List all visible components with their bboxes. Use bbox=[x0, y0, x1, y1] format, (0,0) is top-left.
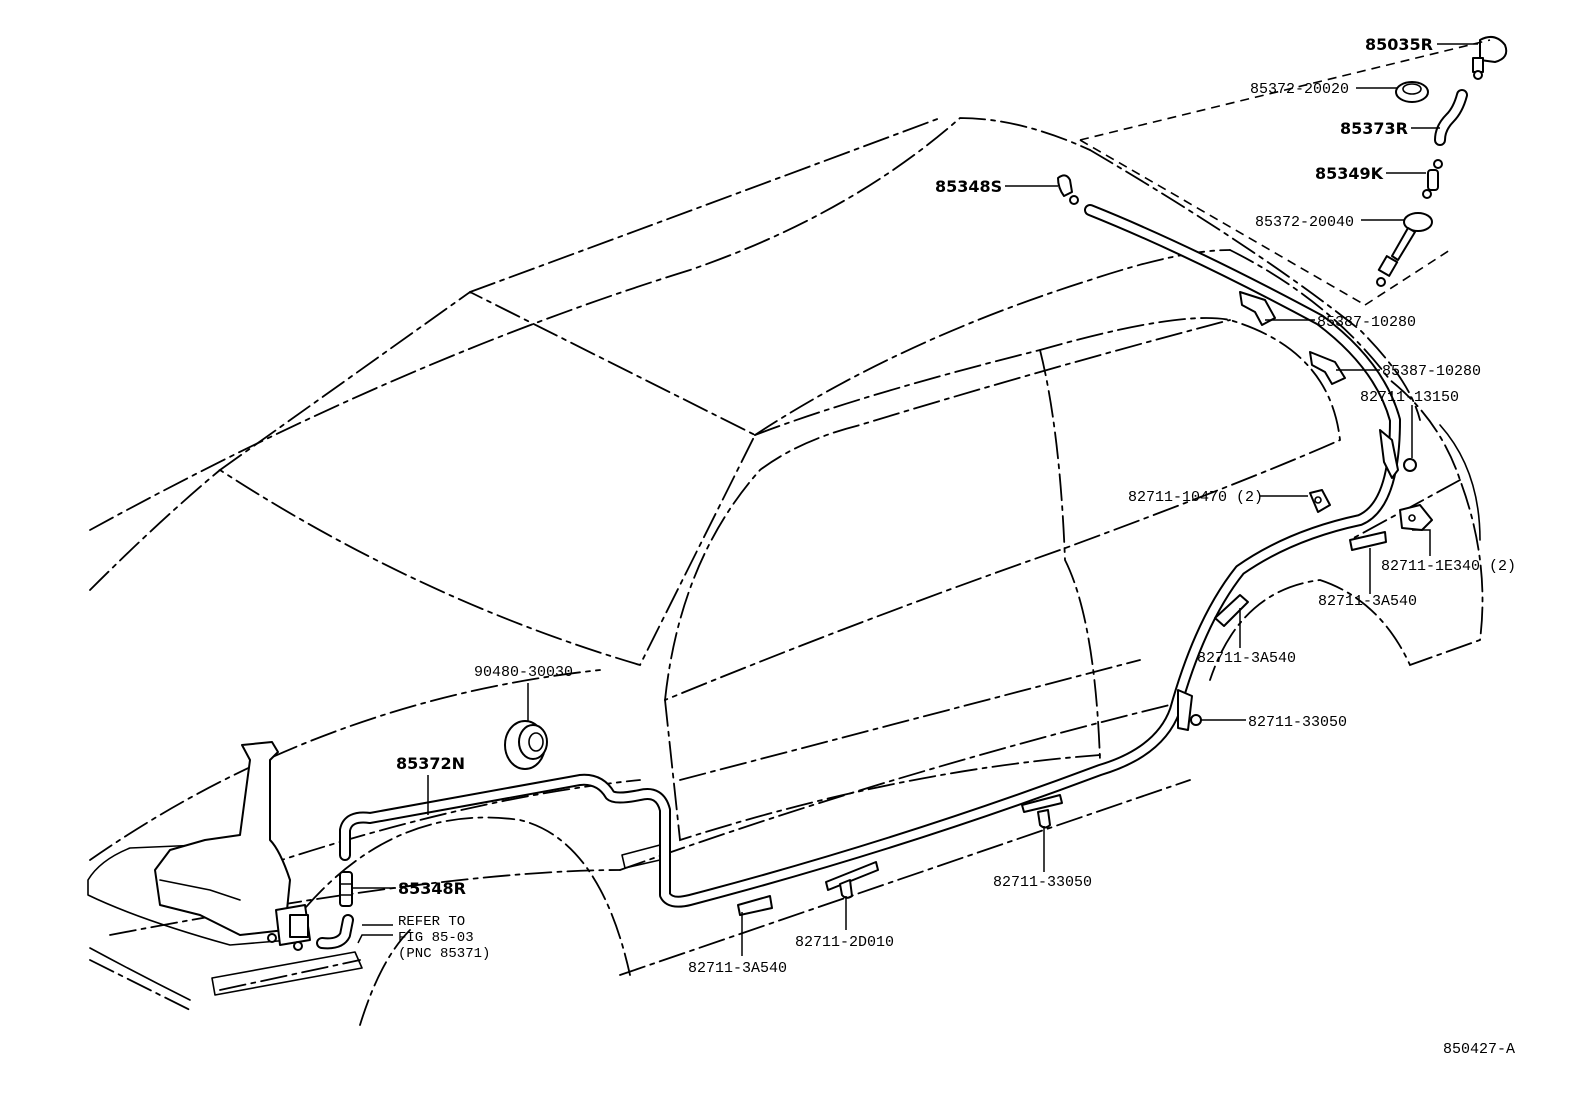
label-82711-3A540-a: 82711-3A540 bbox=[1318, 593, 1417, 610]
clip-82711-33050-b bbox=[1021, 794, 1063, 829]
callout-labels: 85035R 85372-20020 85373R 85349K 85348S … bbox=[396, 35, 1516, 1058]
label-85372-20040: 85372-20040 bbox=[1255, 214, 1354, 231]
hose-tank-short bbox=[316, 914, 354, 950]
label-82711-13150: 82711-13150 bbox=[1360, 389, 1459, 406]
label-85348R: 85348R bbox=[398, 879, 466, 898]
label-82711-10470: 82711-10470 (2) bbox=[1128, 489, 1263, 506]
nozzle-assembly-box bbox=[1079, 39, 1491, 306]
clamp-85387-a bbox=[1239, 291, 1276, 326]
refer-note-line3: (PNC 85371) bbox=[398, 946, 490, 962]
label-85035R: 85035R bbox=[1365, 35, 1433, 54]
refer-note-line1: REFER TO bbox=[398, 914, 465, 930]
label-82711-2D010: 82711-2D010 bbox=[795, 934, 894, 951]
clip-82711-3A540-b bbox=[1214, 594, 1249, 627]
label-82711-1E340: 82711-1E340 (2) bbox=[1381, 558, 1516, 575]
clip-82711-1E340 bbox=[1399, 504, 1433, 531]
label-82711-33050-b: 82711-33050 bbox=[993, 874, 1092, 891]
label-85373R: 85373R bbox=[1340, 119, 1408, 138]
grommet-hose-85372-20040 bbox=[1376, 212, 1433, 287]
label-85348S: 85348S bbox=[935, 177, 1002, 196]
label-85349K: 85349K bbox=[1315, 164, 1384, 183]
washer-tank bbox=[154, 741, 311, 951]
clip-82711-3A540-c bbox=[737, 895, 773, 916]
grommet-90480 bbox=[504, 720, 548, 770]
car-body-outline bbox=[87, 117, 1484, 1026]
hose-85373R bbox=[1434, 89, 1468, 146]
clip-82711-10470 bbox=[1309, 489, 1331, 513]
clip-82711-13150 bbox=[1379, 429, 1417, 479]
grommet-85372-20020 bbox=[1395, 81, 1429, 103]
connector-85348R bbox=[339, 871, 353, 907]
label-82711-3A540-c: 82711-3A540 bbox=[688, 960, 787, 977]
clip-82711-33050-a bbox=[1177, 689, 1202, 731]
label-85372-20020: 85372-20020 bbox=[1250, 81, 1349, 98]
label-85372N: 85372N bbox=[396, 754, 465, 773]
label-85387-10280-a: 85387-10280 bbox=[1317, 314, 1416, 331]
label-82711-3A540-b: 82711-3A540 bbox=[1197, 650, 1296, 667]
drawing-id: 850427-A bbox=[1443, 1041, 1515, 1058]
clip-82711-3A540-a bbox=[1349, 531, 1387, 551]
joint-85348S bbox=[1057, 174, 1079, 205]
clamp-85387-b bbox=[1309, 351, 1346, 385]
clip-82711-2D010 bbox=[825, 861, 879, 899]
leader-lines bbox=[352, 43, 1478, 956]
label-82711-33050-a: 82711-33050 bbox=[1248, 714, 1347, 731]
label-85387-10280-b: 85387-10280 bbox=[1382, 363, 1481, 380]
label-90480-30030: 90480-30030 bbox=[474, 664, 573, 681]
washer-hose-main bbox=[339, 204, 1401, 908]
refer-note-line2: FIG 85-03 bbox=[398, 930, 474, 946]
check-valve-85349K bbox=[1422, 159, 1443, 199]
nozzle-85035R bbox=[1472, 35, 1508, 80]
